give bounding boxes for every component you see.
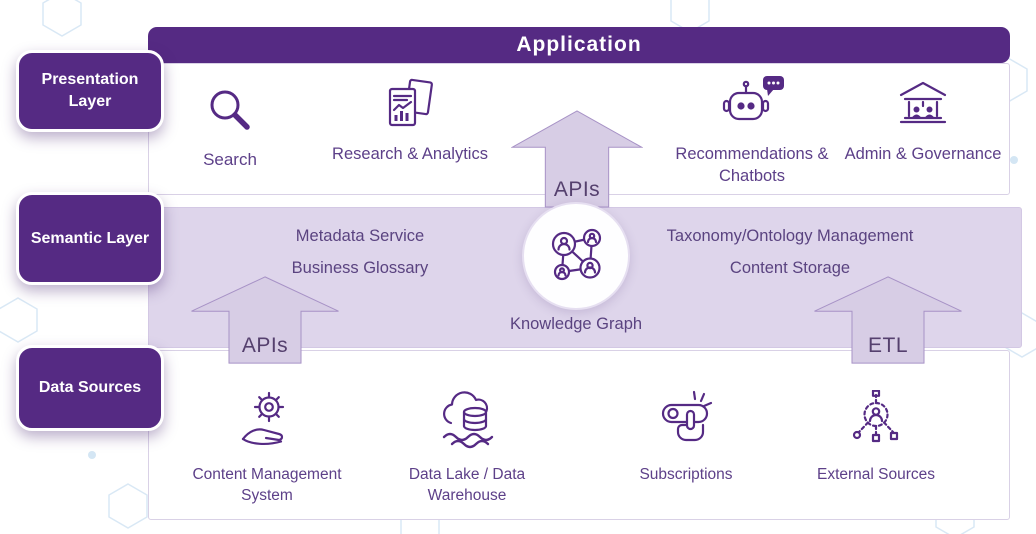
data-item-label: External Sources — [816, 466, 936, 483]
presentation-item-label: Admin & Governance — [844, 145, 1002, 163]
semantic-content-storage: Content Storage — [729, 259, 851, 277]
semantic-metadata-service: Metadata Service — [295, 227, 425, 245]
search-icon — [204, 78, 256, 142]
presentation-item-admin-governance: Admin & Governance — [842, 72, 1004, 165]
data-item-label: Data Lake / Data Warehouse — [408, 466, 526, 504]
research-analytics-icon — [382, 72, 438, 136]
cloud-database-icon — [434, 382, 500, 458]
layer-tag-semantic: Semantic Layer — [16, 192, 164, 285]
semantic-taxonomy-ontology: Taxonomy/Ontology Management — [666, 227, 914, 245]
application-banner: Application — [148, 27, 1010, 63]
click-subscribe-icon — [653, 382, 719, 458]
etl-arrow-right: ETL — [813, 276, 963, 364]
hand-gear-icon — [237, 382, 297, 458]
external-network-icon — [844, 382, 908, 458]
data-sources-box — [148, 350, 1010, 520]
presentation-item-research-analytics: Research & Analytics — [328, 72, 492, 165]
layer-tag-presentation: Presentation Layer — [16, 50, 164, 132]
presentation-item-label: Research & Analytics — [332, 145, 488, 163]
arrow-label: ETL — [867, 334, 908, 357]
presentation-item-recommendations-chatbots: Recommendations & Chatbots — [652, 72, 852, 188]
presentation-item-search: Search — [163, 78, 297, 172]
data-item-cms: Content Management System — [183, 382, 351, 507]
presentation-item-label: Search — [203, 150, 257, 169]
arrow-label: APIs — [553, 178, 601, 201]
data-item-subscriptions: Subscriptions — [601, 382, 771, 486]
chatbot-icon — [719, 72, 785, 136]
presentation-item-label: Recommendations & Chatbots — [675, 145, 829, 186]
knowledge-graph-label: Knowledge Graph — [509, 315, 643, 333]
governance-icon — [895, 72, 951, 136]
apis-arrow-left: APIs — [190, 276, 340, 364]
apis-arrow-center: APIs — [511, 110, 643, 208]
data-item-label: Subscriptions — [639, 466, 733, 483]
arrow-label: APIs — [241, 334, 289, 357]
data-item-external-sources: External Sources — [791, 382, 961, 486]
semantic-business-glossary: Business Glossary — [291, 259, 429, 277]
data-item-data-lake: Data Lake / Data Warehouse — [383, 382, 551, 507]
knowledge-graph-icon — [522, 202, 630, 310]
layer-tag-data-sources: Data Sources — [16, 345, 164, 431]
data-item-label: Content Management System — [192, 466, 342, 504]
